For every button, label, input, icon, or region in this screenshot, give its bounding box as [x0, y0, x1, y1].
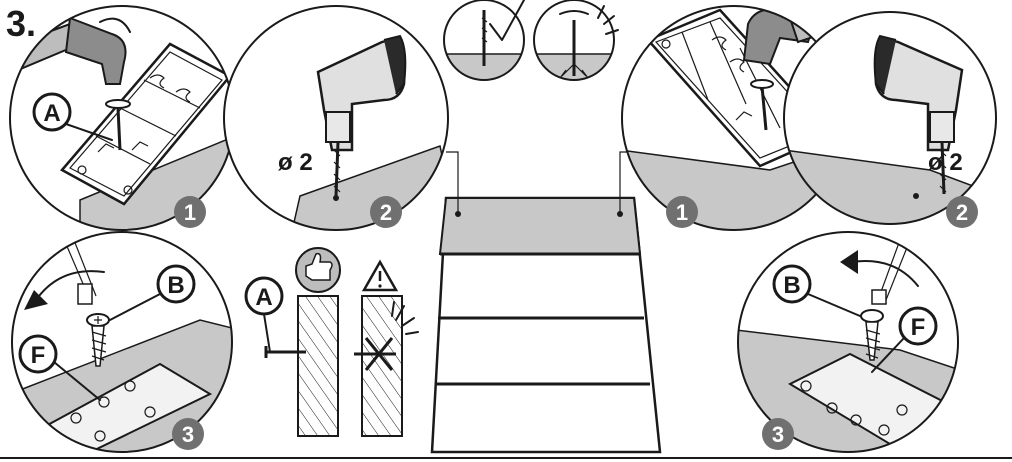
- drill-diameter-label: ø 2: [928, 149, 963, 176]
- rotate-arrow-icon: [851, 260, 919, 287]
- callout-letter-b: B: [783, 272, 800, 299]
- step-badge: [946, 196, 978, 228]
- callout-b-circle: [772, 264, 812, 304]
- step-number: 3: [182, 422, 194, 447]
- cabinet-panel: [430, 151, 662, 454]
- panel-right-drill: ø 2 2: [783, 11, 997, 228]
- nail-icon: [105, 99, 131, 151]
- step-number: 1: [676, 200, 688, 225]
- warning-icon: [361, 259, 399, 292]
- screw-icon: [86, 313, 110, 367]
- callout-letter-b: B: [167, 272, 184, 299]
- rotate-arrow-icon: [35, 270, 105, 301]
- depth-check-correct: [443, 0, 525, 81]
- screw-icon: [860, 309, 884, 361]
- callout-letter-a: A: [255, 284, 272, 311]
- step-badge: [666, 196, 698, 228]
- step-number: 1: [184, 200, 196, 225]
- step-number: 2: [380, 200, 392, 225]
- step-badge: [172, 418, 204, 450]
- nail-icon: [750, 79, 774, 131]
- callout-f-circle: [18, 334, 58, 374]
- drill-icon: [316, 34, 407, 197]
- depth-check-wrong: [533, 0, 619, 81]
- step-badge: [762, 418, 794, 450]
- panel-left-screw: B F 3: [11, 231, 233, 453]
- step-number: 3: [772, 422, 784, 447]
- step-badge: [370, 196, 402, 228]
- checkmark-icon: [489, 0, 525, 41]
- callout-letter-a: A: [43, 100, 60, 127]
- nail-comparison: A: [244, 247, 419, 437]
- panel-left-hammer: A 1: [9, 5, 235, 231]
- step-number: 2: [956, 200, 968, 225]
- callout-letter-f: F: [911, 314, 926, 341]
- section-number: 3.: [6, 3, 36, 44]
- thumbs-up-icon: [295, 247, 341, 293]
- panel-right-screw: B F 3: [737, 231, 959, 453]
- drill-diameter-label: ø 2: [278, 149, 313, 176]
- drill-icon: [873, 34, 964, 195]
- callout-letter-f: F: [31, 342, 46, 369]
- callout-f-circle: [898, 306, 938, 346]
- panel-left-drill: ø 2 2: [223, 5, 449, 231]
- board-section-correct: [297, 295, 339, 437]
- step-badge: [174, 196, 206, 228]
- callout-b-circle: [156, 264, 196, 304]
- callout-a-circle: [32, 92, 72, 132]
- nail-icon: [264, 346, 306, 358]
